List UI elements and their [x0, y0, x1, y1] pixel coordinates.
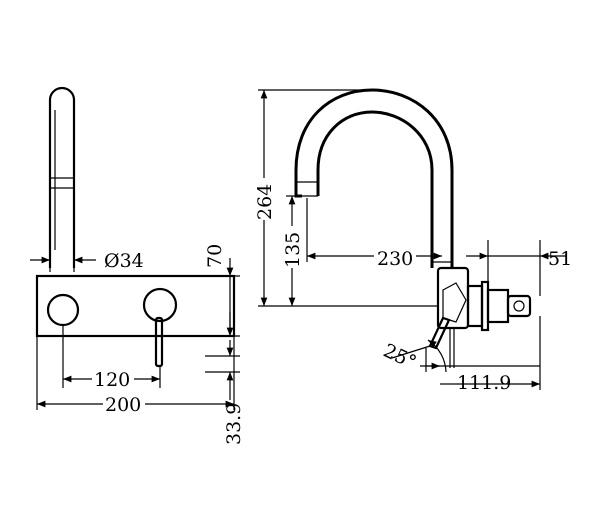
- dim-plate-height: 70: [204, 244, 226, 268]
- front-lever: [154, 316, 164, 368]
- front-wall-plate: [35, 274, 236, 338]
- dim-spout-to-handle: 120: [94, 369, 130, 391]
- dim-outlet-height: 135: [282, 232, 304, 268]
- dim-handle-angle: 25°: [380, 340, 420, 374]
- dim-overall-height: 264: [254, 184, 276, 220]
- dim-plate-projection: 33.9: [223, 403, 245, 445]
- dim-body-depth: 51: [548, 248, 572, 270]
- dim-handle-projection: 111.9: [457, 372, 511, 394]
- front-view: Ø34 70 120 200 33.9: [30, 86, 245, 445]
- dim-plate-width: 200: [105, 394, 141, 416]
- front-spout-base: [46, 293, 80, 327]
- dim-spout-diameter: Ø34: [104, 250, 144, 272]
- dim-spout-reach: 230: [377, 248, 413, 270]
- side-lever: [428, 316, 455, 368]
- side-view: 264 135 230 51 25° 111.9: [252, 88, 572, 394]
- front-spout: [48, 86, 76, 268]
- side-spout: [294, 88, 454, 268]
- front-mixer-disc: [142, 287, 178, 323]
- side-mixer-body: [436, 266, 532, 332]
